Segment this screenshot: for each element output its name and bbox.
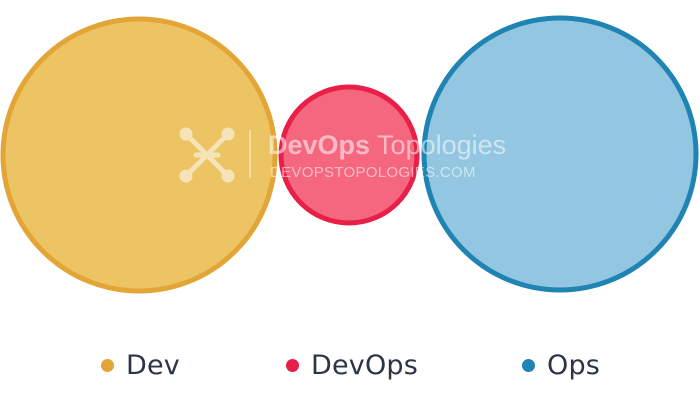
watermark-brand-light: Topologies <box>370 130 506 160</box>
watermark-url: DEVOPSTOPOLOGIES.COM <box>270 164 476 181</box>
legend-item-ops: Ops <box>522 345 600 385</box>
legend-item-devops: DevOps <box>286 345 418 385</box>
legend: Dev DevOps Ops <box>0 345 700 385</box>
watermark-brand: DevOps Topologies <box>268 130 506 160</box>
legend-label-dev: Dev <box>126 349 180 381</box>
ops-circle <box>421 15 699 293</box>
legend-label-devops: DevOps <box>311 349 419 381</box>
watermark: DevOps Topologies DEVOPSTOPOLOGIES.COM <box>179 127 506 183</box>
legend-item-dev: Dev <box>101 345 180 385</box>
devops-circle <box>278 84 420 226</box>
dev-circle <box>0 16 278 294</box>
logo-icon <box>179 127 235 183</box>
legend-label-ops: Ops <box>547 349 601 381</box>
dev-dot-icon <box>101 358 114 372</box>
watermark-brand-bold: DevOps <box>268 130 370 160</box>
devops-dot-icon <box>286 358 299 372</box>
ops-dot-icon <box>522 358 535 372</box>
